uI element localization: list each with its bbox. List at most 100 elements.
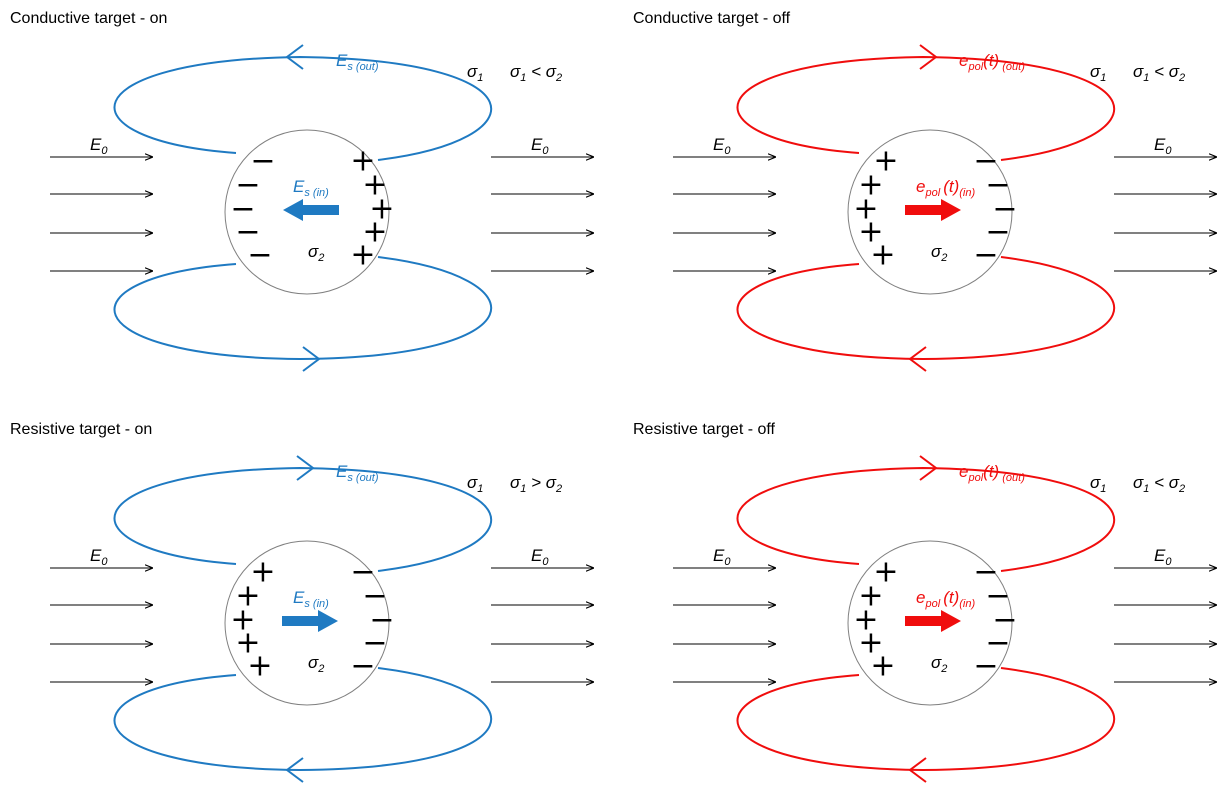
secondary-field-out-label: epol(t) (out) (959, 462, 1025, 484)
target-sphere (847, 129, 1013, 295)
left-minus-charge: − (235, 215, 260, 250)
left-plus-charge: + (858, 626, 883, 661)
e0-label: E0 (1154, 135, 1172, 157)
conductivity-relation: σ1 < σ2 (510, 62, 562, 84)
sigma1-label: σ1 (1090, 473, 1106, 495)
left-plus-charge: + (870, 238, 895, 273)
secondary-field-loop-bottom (113, 256, 493, 361)
secondary-field-loop-top (113, 55, 493, 161)
left-plus-charge: + (858, 215, 883, 250)
secondary-field-in-label: Es (in) (293, 588, 329, 610)
loop-direction-chevron (302, 346, 321, 372)
right-minus-charge: − (369, 603, 394, 638)
secondary-field-in-label: Es (in) (293, 177, 329, 199)
secondary-field-loop-bottom (736, 667, 1116, 772)
conductivity-relation: σ1 < σ2 (1133, 62, 1185, 84)
left-plus-charge: + (235, 579, 260, 614)
left-plus-charge: + (853, 192, 878, 227)
right-minus-charge: − (973, 555, 998, 590)
secondary-field-loop-top (113, 466, 493, 572)
secondary-field-out-label: epol(t) (out) (959, 51, 1025, 73)
panel-title: Conductive target - on (10, 10, 167, 27)
right-minus-charge: − (992, 192, 1017, 227)
left-plus-charge: + (230, 603, 255, 638)
left-minus-charge: − (247, 238, 272, 273)
sigma1-label: σ1 (1090, 62, 1106, 84)
loop-direction-chevron (908, 757, 927, 783)
secondary-field-loop-bottom (113, 667, 493, 772)
secondary-field-in-label: epol (t)(in) (916, 588, 975, 610)
left-minus-charge: − (235, 168, 260, 203)
right-minus-charge: − (350, 649, 375, 684)
e0-label: E0 (531, 135, 549, 157)
panel-title: Resistive target - off (633, 421, 776, 438)
loop-direction-chevron (285, 44, 304, 70)
target-sphere (224, 129, 390, 295)
conductivity-relation: σ1 < σ2 (1133, 473, 1185, 495)
right-minus-charge: − (985, 215, 1010, 250)
sigma2-label: σ2 (931, 653, 947, 675)
loop-direction-chevron (919, 44, 938, 70)
left-plus-charge: + (873, 555, 898, 590)
left-plus-charge: + (235, 626, 260, 661)
sigma1-label: σ1 (467, 62, 483, 84)
loop-direction-chevron (296, 455, 315, 481)
right-minus-charge: − (992, 603, 1017, 638)
internal-field-arrow (282, 610, 338, 632)
internal-field-arrow (905, 199, 961, 221)
right-minus-charge: − (985, 579, 1010, 614)
e0-label: E0 (713, 135, 731, 157)
right-minus-charge: − (973, 238, 998, 273)
conductivity-relation: σ1 > σ2 (510, 473, 562, 495)
sigma2-label: σ2 (931, 242, 947, 264)
secondary-field-loop-top (736, 55, 1116, 161)
right-minus-charge: − (362, 626, 387, 661)
panel-conductive-on: Conductive target - on E0 E0 Es (out) Es (in… (10, 10, 594, 372)
e0-label: E0 (713, 546, 731, 568)
loop-direction-chevron (919, 455, 938, 481)
left-plus-charge: + (870, 649, 895, 684)
left-plus-charge: + (250, 555, 275, 590)
secondary-field-loop-bottom (736, 256, 1116, 361)
sigma2-label: σ2 (308, 653, 324, 675)
sigma1-label: σ1 (467, 473, 483, 495)
left-plus-charge: + (858, 168, 883, 203)
right-plus-charge: + (350, 238, 375, 273)
target-sphere (847, 540, 1013, 706)
e0-label: E0 (1154, 546, 1172, 568)
target-sphere (224, 540, 390, 706)
left-plus-charge: + (247, 649, 272, 684)
e0-label: E0 (90, 135, 108, 157)
right-plus-charge: + (369, 192, 394, 227)
left-minus-charge: − (230, 192, 255, 227)
secondary-field-out-label: Es (out) (336, 51, 379, 73)
right-minus-charge: − (973, 649, 998, 684)
panel-title: Resistive target - on (10, 421, 152, 438)
internal-field-arrow (905, 610, 961, 632)
e0-label: E0 (90, 546, 108, 568)
e0-label: E0 (531, 546, 549, 568)
left-plus-charge: + (853, 603, 878, 638)
internal-field-arrow (283, 199, 339, 221)
right-plus-charge: + (362, 168, 387, 203)
left-minus-charge: − (250, 144, 275, 179)
right-minus-charge: − (362, 579, 387, 614)
left-plus-charge: + (873, 144, 898, 179)
right-minus-charge: − (350, 555, 375, 590)
right-minus-charge: − (985, 626, 1010, 661)
loop-direction-chevron (285, 757, 304, 783)
right-minus-charge: − (973, 144, 998, 179)
right-plus-charge: + (362, 215, 387, 250)
right-plus-charge: + (350, 144, 375, 179)
panel-resistive-on: Resistive target - on E0 E0 Es (out) Es (in)… (10, 421, 594, 783)
loop-direction-chevron (908, 346, 927, 372)
left-plus-charge: + (858, 579, 883, 614)
secondary-field-loop-top (736, 466, 1116, 572)
secondary-field-out-label: Es (out) (336, 462, 379, 484)
secondary-field-in-label: epol (t)(in) (916, 177, 975, 199)
right-minus-charge: − (985, 168, 1010, 203)
panel-title: Conductive target - off (633, 10, 791, 27)
